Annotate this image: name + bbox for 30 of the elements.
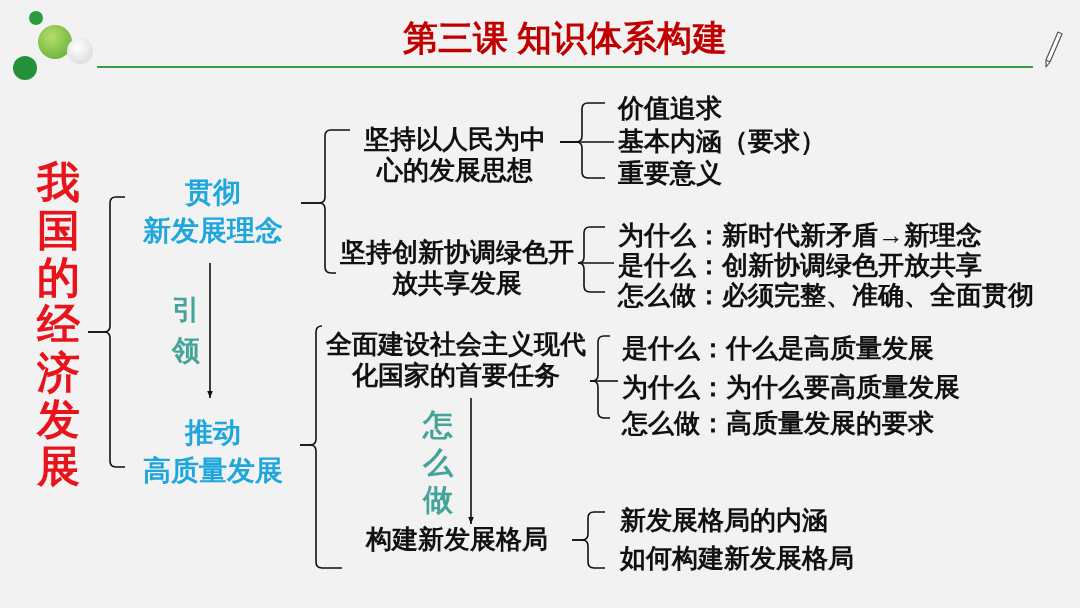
item-text: 基本内涵（要求） <box>618 126 826 156</box>
brace-line <box>577 262 606 293</box>
edge-label: 怎么做 <box>423 407 453 518</box>
brace-line <box>559 141 606 179</box>
topic-text: 坚持以人民为中心的发展思想 <box>363 124 547 186</box>
item-text: 是什么：创新协调绿色开放共享 <box>618 250 982 280</box>
item-text: 是什么：什么是高质量发展 <box>622 333 934 363</box>
brace-line <box>577 262 615 264</box>
edge-label: 引领 <box>172 293 200 368</box>
item-text: 怎么做：高质量发展的要求 <box>622 408 934 438</box>
item-text: 为什么：为什么要高质量发展 <box>622 372 960 402</box>
item-text: 新发展格局的内涵 <box>620 505 828 535</box>
topic-text: 全面建设社会主义现代化国家的首要任务 <box>325 329 587 391</box>
main-topic-text: 我国的经济发展 <box>36 159 80 491</box>
topic-text: 坚持创新协调绿色开放共享发展 <box>339 236 575 299</box>
item-text: 重要意义 <box>618 158 722 188</box>
heading-text: 贯彻 <box>185 176 241 210</box>
heading-text: 高质量发展 <box>142 454 283 488</box>
item-text: 为什么：新时代新矛盾→新理念 <box>618 220 982 250</box>
brace-line <box>299 444 343 569</box>
slide-title: 第三课 知识体系构建 <box>402 18 728 58</box>
brace-line <box>571 539 606 569</box>
topic-text: 构建新发展格局 <box>366 524 548 555</box>
heading-text: 推动 <box>184 416 241 450</box>
heading-text: 新发展理念 <box>143 214 283 248</box>
arrow <box>468 397 474 525</box>
item-text: 怎么做：必须完整、准确、全面贯彻 <box>618 280 1034 310</box>
item-text: 价值追求 <box>618 93 722 123</box>
arrow <box>207 262 213 399</box>
item-text: 如何构建新发展格局 <box>620 543 854 573</box>
